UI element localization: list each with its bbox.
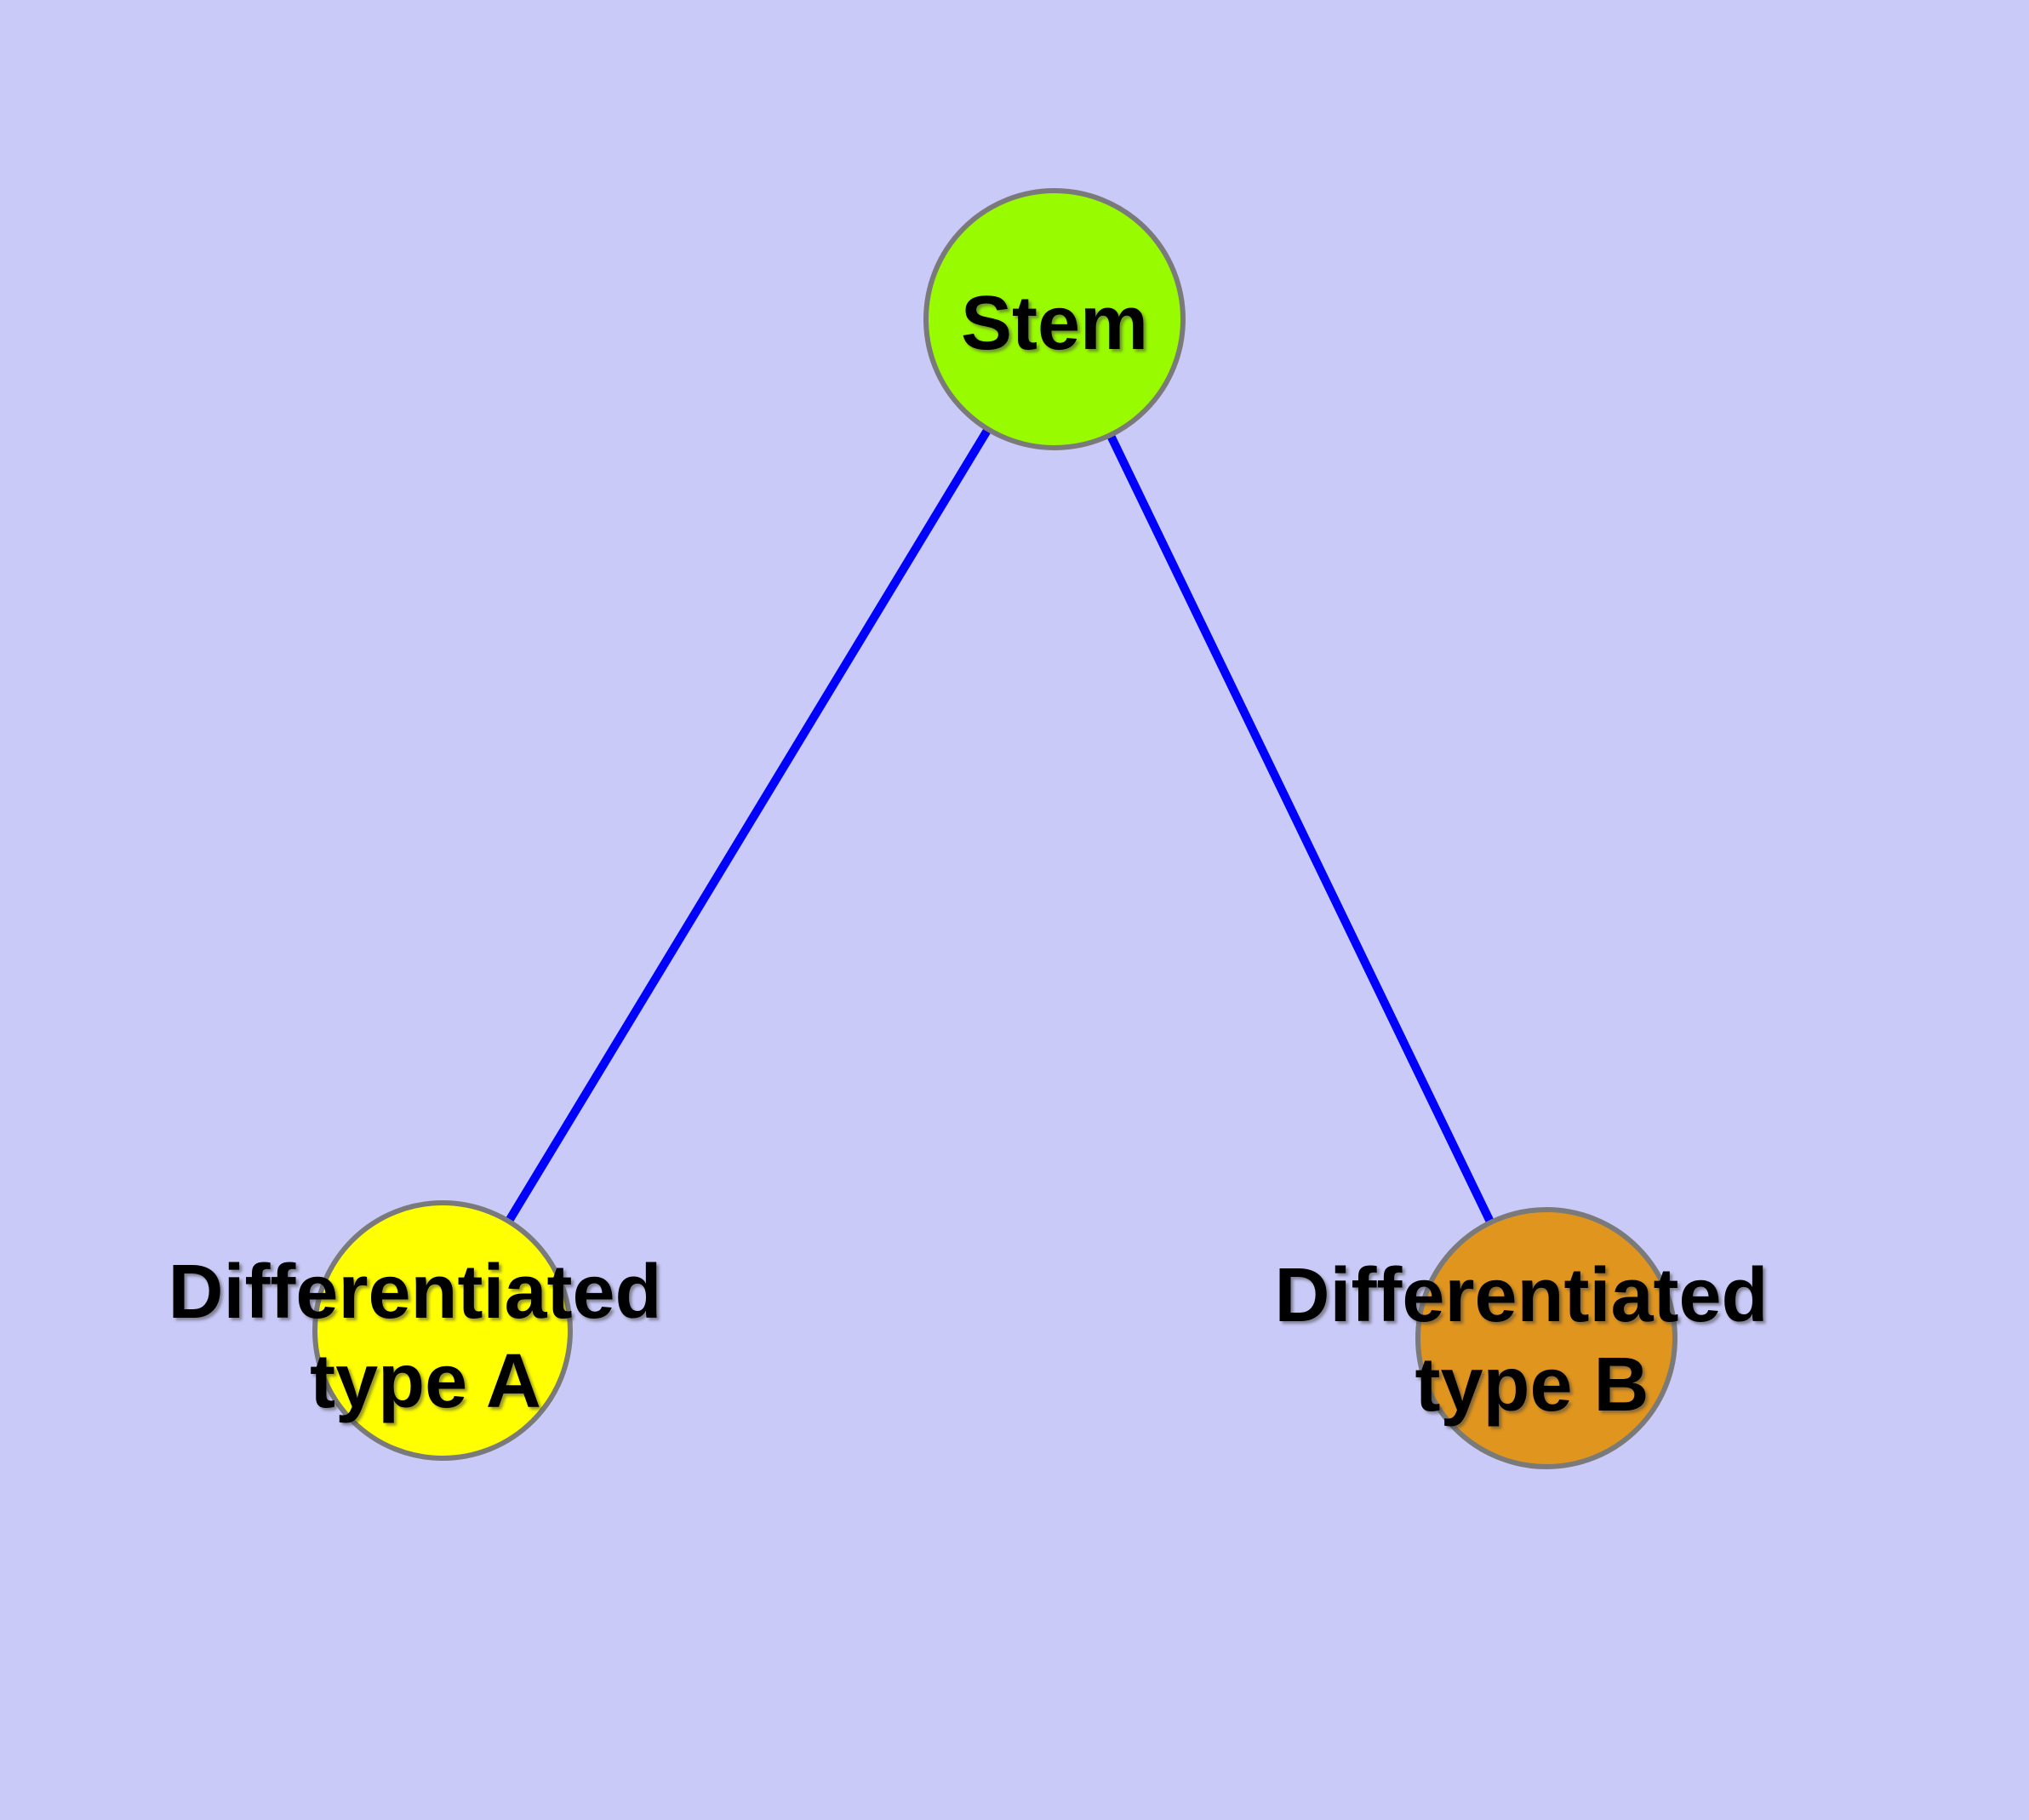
node-type-a-label: Differentiated type A bbox=[168, 1250, 683, 1424]
node-differentiated-type-b bbox=[1415, 1207, 1677, 1469]
node-type-b-label: Differentiated type B bbox=[1274, 1253, 1789, 1428]
node-stem-label: Stem bbox=[961, 281, 1148, 366]
edge-stem-to-type-b bbox=[1050, 317, 1551, 1341]
node-type-b-label-line1: Differentiated bbox=[1274, 1253, 1768, 1338]
edge-stem-to-type-a bbox=[438, 317, 1059, 1333]
node-type-b-label-line2: type B bbox=[1415, 1342, 1649, 1428]
node-type-a-label-line2: type A bbox=[310, 1339, 541, 1424]
node-type-a-label-line1: Differentiated bbox=[168, 1250, 661, 1335]
node-differentiated-type-a bbox=[312, 1200, 573, 1461]
node-stem bbox=[923, 188, 1186, 450]
